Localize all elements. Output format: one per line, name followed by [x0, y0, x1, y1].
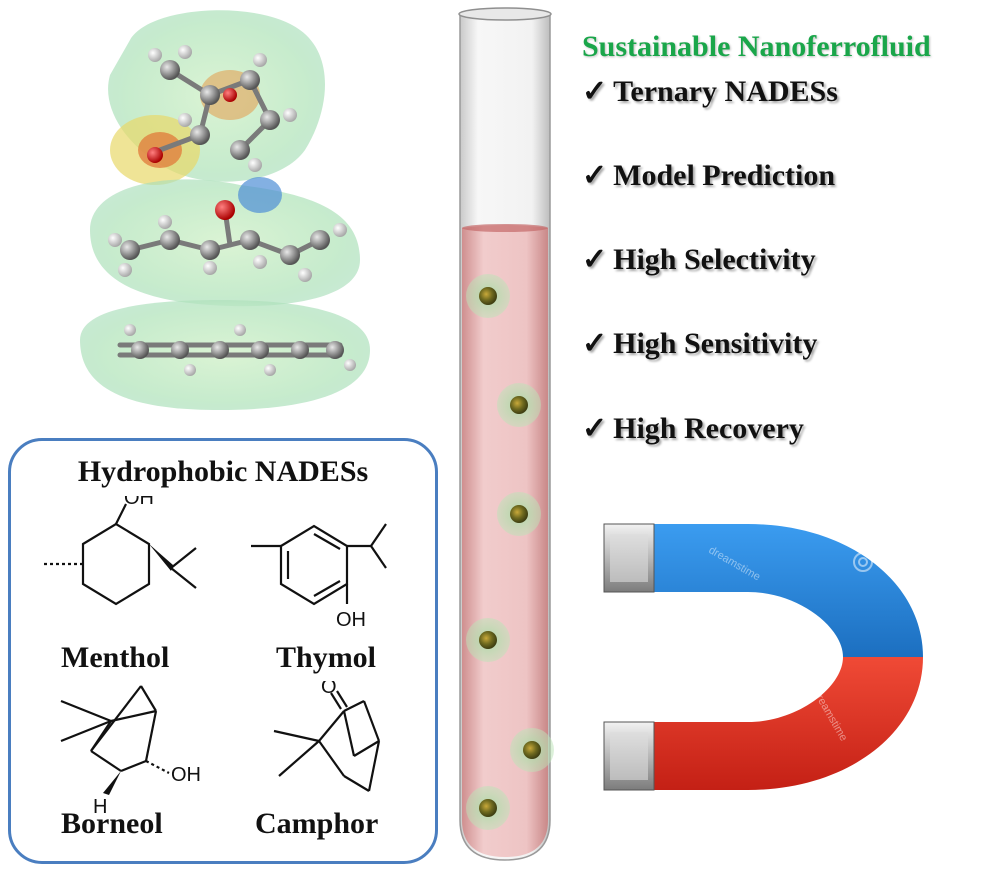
nanoparticle — [466, 618, 510, 662]
camphor-structure: O — [273, 681, 381, 792]
feature-label: Model Prediction — [613, 159, 836, 192]
nanoparticle — [510, 728, 554, 772]
feature-item: ✓High Recovery — [582, 411, 804, 446]
molecule-name: Menthol — [61, 641, 170, 674]
menthol-oh-label: OH — [124, 496, 154, 509]
checkmark-icon: ✓ — [582, 159, 608, 192]
nanoparticles — [466, 274, 554, 830]
feature-label: Ternary NADESs — [613, 75, 838, 108]
horseshoe-magnet: dreamstime dreamstime — [603, 523, 923, 791]
hydrogen-atoms — [108, 45, 356, 376]
molecule-name: Thymol — [276, 641, 377, 674]
feature-item: ✓Ternary NADESs — [582, 74, 838, 109]
nanoparticle — [466, 786, 510, 830]
feature-label: High Selectivity — [613, 243, 816, 276]
thymol-oh-label: OH — [336, 609, 366, 631]
borneol-h-label: H — [93, 796, 107, 818]
magnet-north-pole — [648, 524, 923, 657]
borneol-oh-label: OH — [171, 764, 201, 786]
checkmark-icon: ✓ — [582, 243, 608, 276]
checkmark-icon: ✓ — [582, 75, 608, 108]
nanoparticle — [466, 274, 510, 318]
carbon-atoms — [120, 60, 344, 359]
feature-label: High Sensitivity — [613, 327, 818, 360]
nanoparticle — [497, 383, 541, 427]
surface-blue-region — [238, 177, 282, 213]
borneol-structure: OH H — [60, 685, 201, 818]
nanoparticle — [497, 492, 541, 536]
molecular-surface-model — [80, 10, 370, 410]
nades-box-title: Hydrophobic NADESs — [77, 455, 369, 488]
molecule-name: Camphor — [255, 807, 379, 840]
test-tube — [458, 7, 554, 861]
fluid-meniscus — [462, 224, 548, 232]
oxygen-atom — [215, 200, 235, 220]
molecule-name: Borneol — [61, 807, 163, 840]
oxygen-atom — [223, 88, 237, 102]
checkmark-icon: ✓ — [582, 327, 608, 360]
thymol-structure: OH — [251, 523, 387, 631]
feature-item: ✓High Sensitivity — [582, 326, 817, 361]
nades-box: Hydrophobic NADESs OH Menthol OH Thymol — [8, 438, 438, 864]
oxygen-atom — [147, 147, 163, 163]
feature-item: ✓Model Prediction — [582, 158, 835, 193]
dreamstime-logo-icon — [853, 552, 873, 572]
feature-item: ✓High Selectivity — [582, 242, 816, 277]
checkmark-icon: ✓ — [582, 412, 608, 445]
menthol-structure: OH — [41, 496, 197, 606]
tube-fluid — [462, 225, 548, 857]
camphor-o-label: O — [321, 681, 337, 698]
title: Sustainable Nanoferrofluid — [582, 30, 931, 63]
surface-middle — [90, 179, 360, 307]
tube-rim — [458, 7, 552, 21]
magnet-south-pole — [648, 657, 923, 790]
feature-label: High Recovery — [613, 412, 804, 445]
